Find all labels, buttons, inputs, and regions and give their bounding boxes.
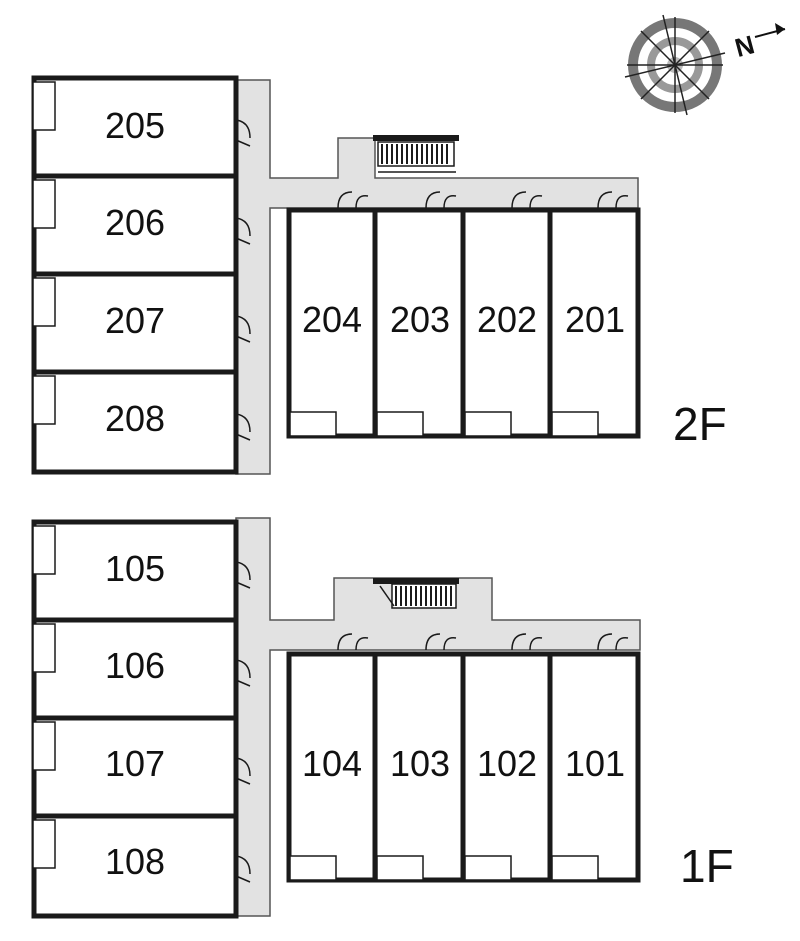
unit: 103 <box>372 633 466 883</box>
unit-number: 208 <box>105 398 165 439</box>
unit-number: 101 <box>565 743 625 784</box>
unit: 106 <box>31 617 251 721</box>
unit-number: 104 <box>302 743 362 784</box>
unit-number: 103 <box>390 743 450 784</box>
unit-number: 105 <box>105 548 165 589</box>
unit-number: 203 <box>390 299 450 340</box>
unit-number: 205 <box>105 105 165 146</box>
unit: 201 <box>547 191 641 439</box>
floor-2f: 205 206 207 208 204 <box>31 75 727 475</box>
unit-number: 106 <box>105 645 165 686</box>
unit: 206 <box>31 173 251 277</box>
corridor <box>235 517 641 917</box>
unit-number: 201 <box>565 299 625 340</box>
unit: 107 <box>31 715 251 819</box>
stairs <box>373 578 459 609</box>
unit: 108 <box>31 813 251 919</box>
unit: 104 <box>286 633 378 883</box>
floor-label: 1F <box>680 840 734 892</box>
stairs <box>373 135 459 173</box>
corridor <box>235 79 639 475</box>
unit-number: 202 <box>477 299 537 340</box>
floor-label: 2F <box>673 398 727 450</box>
unit-number: 108 <box>105 841 165 882</box>
unit-number: 207 <box>105 300 165 341</box>
unit: 203 <box>372 191 466 439</box>
unit: 105 <box>31 519 251 623</box>
compass-icon <box>624 14 786 116</box>
unit: 101 <box>547 633 641 883</box>
north-label: N <box>732 29 758 63</box>
unit: 207 <box>31 271 251 375</box>
unit: 202 <box>460 191 553 439</box>
unit: 208 <box>31 369 251 475</box>
floor-1f: 105 106 107 108 104 <box>31 517 734 919</box>
unit-number: 204 <box>302 299 362 340</box>
unit: 102 <box>460 633 553 883</box>
unit-number: 102 <box>477 743 537 784</box>
unit: 204 <box>286 191 378 439</box>
unit-number: 206 <box>105 202 165 243</box>
unit-number: 107 <box>105 743 165 784</box>
unit: 205 <box>31 75 251 179</box>
